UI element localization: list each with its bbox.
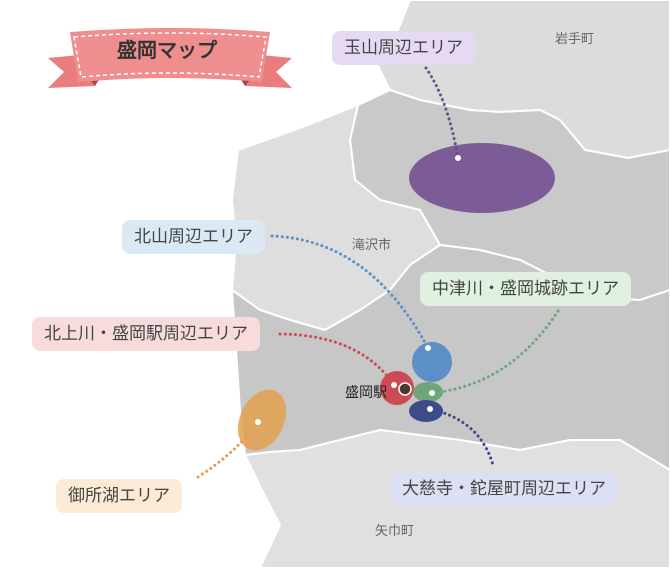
station-label: 盛岡駅	[345, 385, 387, 401]
connector-gosho-end	[255, 419, 261, 425]
connector-tamayama-end	[455, 155, 461, 161]
tamayama-area-shape[interactable]	[409, 143, 555, 213]
connector-nakatsugawa-end	[429, 390, 435, 396]
area-label-kitayama[interactable]: 北山周辺エリア	[122, 220, 265, 254]
connector-kitayama-end	[425, 345, 431, 351]
town-label-takizawa: 滝沢市	[352, 238, 392, 253]
gosho-area-shape[interactable]	[229, 382, 296, 459]
area-label-gosho[interactable]: 御所湖エリア	[56, 479, 182, 513]
map-title: 盛岡マップ	[117, 38, 217, 62]
connector-daijiji	[428, 407, 495, 467]
nakatsugawa-area-shape[interactable]	[413, 382, 443, 402]
area-label-daijiji[interactable]: 大慈寺・鉈屋町周辺エリア	[390, 472, 618, 506]
connector-kitakami	[278, 332, 396, 387]
connector-kitakami-end	[391, 382, 397, 388]
connector-kitayama	[270, 234, 430, 350]
town-label-iwate: 岩手町	[555, 32, 595, 47]
kitayama-area-shape[interactable]	[412, 342, 452, 382]
connector-nakatsugawa	[430, 309, 560, 395]
connector-daijiji-end	[427, 406, 433, 412]
town-label-yahaba: 矢巾町	[375, 524, 415, 539]
connector-gosho	[196, 418, 260, 479]
title-ribbon	[48, 28, 292, 88]
area-label-tamayama[interactable]: 玉山周辺エリア	[332, 31, 475, 65]
station-marker	[398, 382, 412, 396]
area-label-nakatsugawa[interactable]: 中津川・盛岡城跡エリア	[420, 272, 631, 306]
area-label-kitakami[interactable]: 北上川・盛岡駅周辺エリア	[32, 317, 260, 351]
daijiji-area-shape[interactable]	[409, 400, 443, 422]
